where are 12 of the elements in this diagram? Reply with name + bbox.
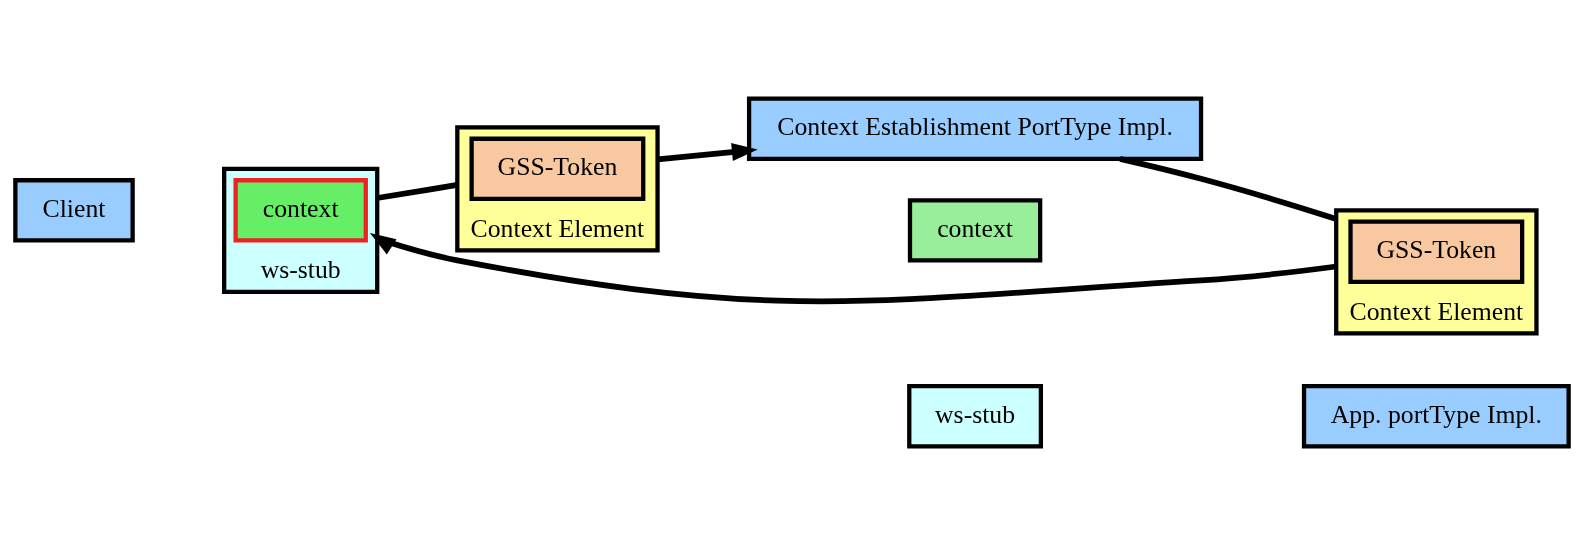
connector [376, 182, 458, 201]
node-box: Client [13, 178, 135, 243]
node-box: ws-stub [907, 384, 1043, 449]
node-box: Context Establishment PortType Impl. [746, 96, 1204, 161]
node-box: GSS-Token [1348, 219, 1525, 284]
arrow [369, 233, 1337, 305]
node-box: context [233, 178, 368, 243]
node-box: App. portType Impl. [1301, 384, 1571, 449]
connector [1119, 156, 1338, 222]
arrow [657, 143, 758, 163]
node-box: GSS-Token [469, 136, 646, 201]
node-box: context [907, 198, 1043, 263]
